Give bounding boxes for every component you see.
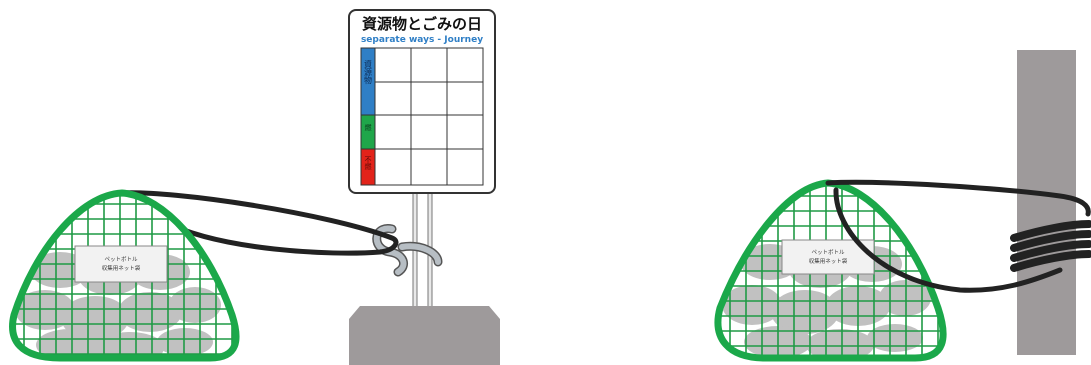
category-nonburnable xyxy=(361,149,375,185)
sign-subtitle: separate ways - Journey xyxy=(361,35,483,45)
net-tag-right-line1: ペットボトル xyxy=(811,248,845,256)
net-tag-left-line2: 収集用ネット袋 xyxy=(102,264,141,272)
collection-net-right: ペットボトル 収集用ネット袋 xyxy=(714,179,947,362)
net-tag-left-line1: ペットボトル xyxy=(104,255,138,263)
utility-pole xyxy=(1017,50,1076,355)
concrete-base xyxy=(349,306,500,365)
net-frame-left xyxy=(9,189,240,362)
garbage-schedule-signboard: 資源物とごみの日 separate ways - Journey 資源物 燃 不… xyxy=(348,9,496,194)
net-tag-right-line2: 収集用ネット袋 xyxy=(809,257,848,265)
rope-right xyxy=(825,179,1091,293)
category-label-recyclables: 資源物 xyxy=(364,59,373,85)
schedule-grid xyxy=(360,47,484,186)
category-burnable xyxy=(361,115,375,149)
category-recyclables xyxy=(361,48,375,115)
net-tag-left xyxy=(74,245,168,283)
category-label-burnable: 燃 xyxy=(364,123,372,132)
category-label-nonburnable: 不燃 xyxy=(364,156,372,171)
net-frame-right xyxy=(714,179,947,362)
sign-title: 資源物とごみの日 xyxy=(362,15,482,33)
collection-net-left: ペットボトル 収集用ネット袋 xyxy=(9,189,240,362)
